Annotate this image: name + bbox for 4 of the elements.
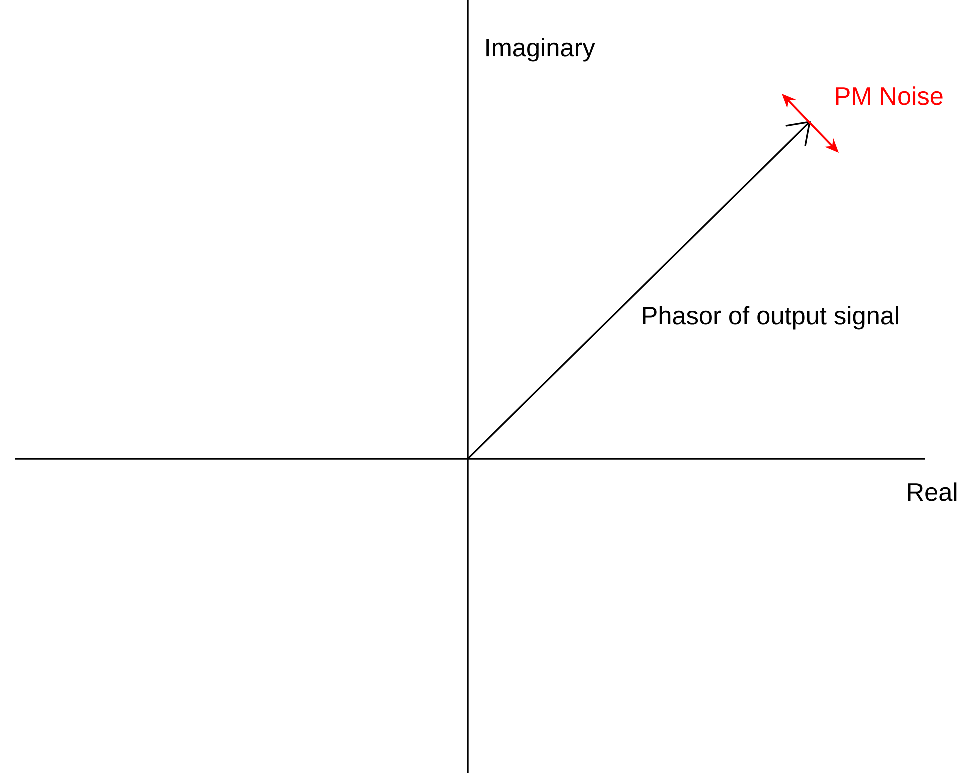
axis-label: Real — [908, 482, 957, 502]
phasor-label: Phasor of output signal — [643, 306, 898, 330]
noise-label: PM Noise — [836, 86, 943, 106]
axis-label: Imaginary — [486, 38, 596, 62]
